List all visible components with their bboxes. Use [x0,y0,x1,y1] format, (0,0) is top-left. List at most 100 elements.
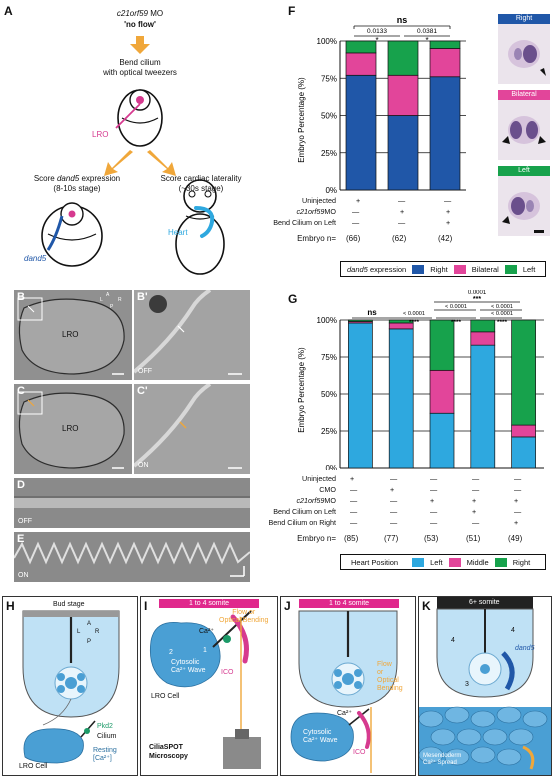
cp-letter: C' [137,385,148,397]
f-legend-suffix: expression [367,264,407,274]
f-condition-table: Uninjected c21orf59MO Bend Cilium on Lef… [273,196,486,256]
micrograph-bp: B' OFF [134,290,250,380]
g-row-label-bend-right: Bend Cilium on Right [268,518,336,527]
g-val: — [390,496,398,505]
bar-segment-left [348,322,373,469]
j-wave-2: Ca²⁺ Wave [303,737,338,744]
f-image-bilateral: Bilateral [498,90,550,160]
panel-a: A c21orf59 MO 'no flow' [0,0,285,285]
f-row-label-bend-left: Bend Cilium on Left [273,218,336,227]
f-val: — [398,218,406,227]
g-legend-title: Heart Position [351,557,399,567]
bar-segment-right [429,76,461,191]
d-off: OFF [18,518,32,525]
bar-segment-right [388,319,414,324]
g-sig-top1: 0.0001 [468,290,487,296]
f-star2: * [425,36,428,45]
f-val: + [400,207,405,216]
optical-tweezers-label: with optical tweezers [103,68,177,77]
f-mo-text: MO [324,207,336,216]
bar-segment-left [388,328,414,469]
bar-segment-middle [470,331,496,346]
bar-segment-right [348,319,373,322]
g-stars-c: **** [497,319,508,326]
bar-segment-right [387,115,419,191]
g-val: — [472,485,480,494]
g-val: — [350,485,358,494]
k-spread-1: Mesendoderm [423,753,462,759]
c-letter: C [17,385,25,397]
g-sig-ns: ns [367,308,377,317]
g-mo-gene: c21orf59 [296,496,325,505]
i-flow-2: Optical Bending [219,617,269,624]
f-p1: 0.0133 [367,28,387,35]
bar-segment-middle [429,369,455,414]
g-n: (49) [508,534,523,543]
i-ca: Ca²⁺ [199,628,214,635]
f-val: — [352,218,360,227]
bar-segment-bilateral [429,48,461,78]
g-val: — [430,474,438,483]
g-val: — [514,485,522,494]
f-val: — [398,196,406,205]
y-tick-label: 25% [321,427,337,436]
k-n3: 3 [465,681,469,688]
y-tick-label: 75% [321,74,337,83]
h-resting-1: Resting [93,747,117,754]
d-letter: D [17,479,25,491]
gene-c21orf59: c21orf59 [116,9,149,18]
bp-letter: B' [137,291,148,303]
panel-a-title: c21orf59 MO 'no flow' [60,8,220,30]
f-legend-left: Left [522,264,536,274]
i-flow-1: Flow or [232,609,256,616]
bar-segment-left [511,436,536,469]
j-letter: J [284,599,291,613]
f-legend: dand5 expression Right Bilateral Left [340,261,546,277]
f-val: — [444,196,452,205]
i-wave-2: Ca²⁺ Wave [171,667,206,674]
f-legend-swatch-right [412,264,425,274]
f-val: + [446,207,451,216]
lro-label: LRO [92,130,109,139]
cardiac-label: Score cardiac laterality [160,174,242,183]
g-val: — [472,474,480,483]
g-sig-a: < 0.0001 [403,311,425,317]
axis-label-r: R [118,297,122,303]
g-val: + [514,496,519,505]
f-legend-bilateral: Bilateral [471,264,499,274]
i-ico: ICO [221,669,234,676]
h-axis-p: P [87,639,92,645]
j-stage: 1 to 4 somite [299,599,399,608]
f-val: — [352,207,360,216]
panel-g-letter: G [288,292,298,306]
axis-label-a: A [106,292,110,298]
y-tick-label: 50% [321,390,337,399]
f-legend-right: Right [430,264,448,274]
i-wave-1: Cytosolic [171,659,200,666]
bar-segment-right [470,319,496,333]
j-ico: ICO [353,749,366,756]
k-n4-right: 4 [511,627,515,634]
j-flow-1: Flow [377,661,392,668]
f-row-label-uninjected: Uninjected [302,196,336,205]
g-condition-table: Uninjected CMO c21orf59MO Bend Cilium on… [268,474,550,554]
f-sig-ns: ns [397,15,408,25]
g-row-label-bend-left: Bend Cilium on Left [273,507,336,516]
panel-a-graphics [41,36,225,275]
step1-text: Bend cilium with optical tweezers [80,58,200,78]
kymograph-d: D OFF [14,478,250,528]
y-tick-label: 0% [325,186,337,195]
j-flow-2: or [377,669,384,676]
h-stage: Bud stage [53,601,85,608]
f-mo-gene: c21orf59 [296,207,325,216]
g-row-label-cmo: CMO [319,485,336,494]
g-legend-swatch-right [494,557,507,567]
f-side-label-bilateral: Bilateral [498,90,550,100]
micrograph-c: C LRO [14,384,132,474]
y-tick-label: 100% [317,37,337,46]
h-lro-cell: LRO Cell [19,763,48,770]
g-legend-swatch-left [412,557,425,567]
